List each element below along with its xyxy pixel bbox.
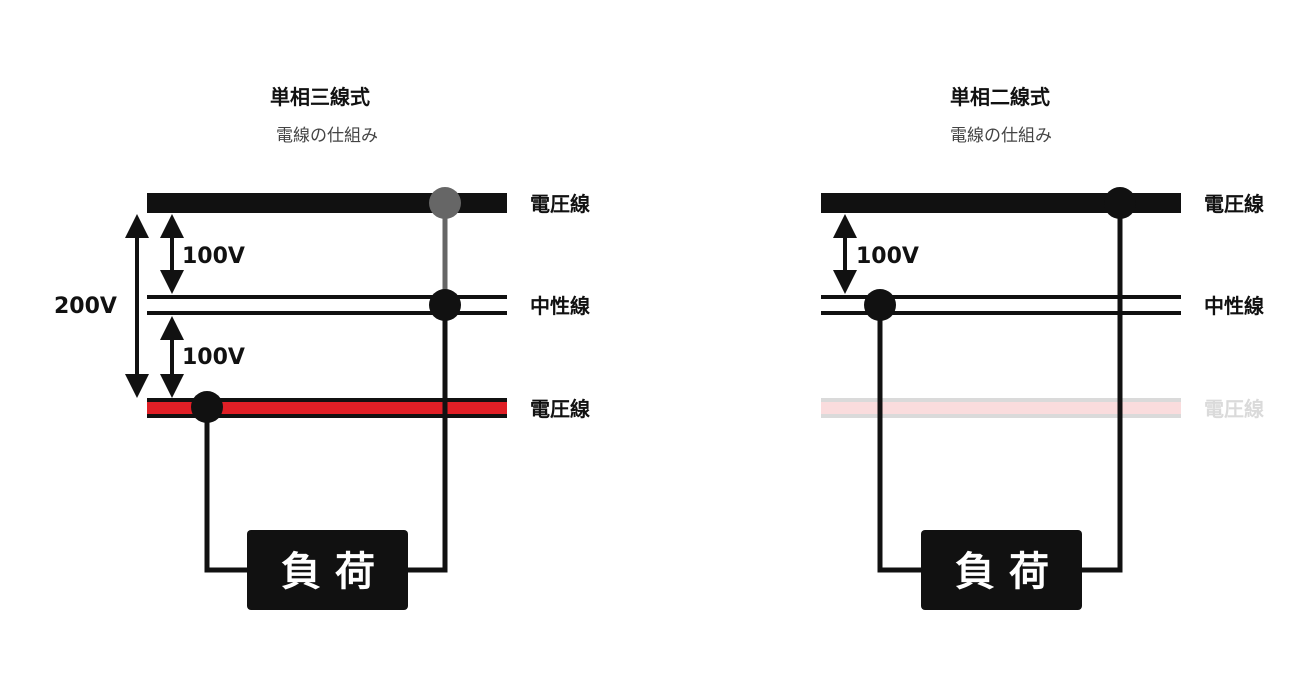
- line-label-top: 電圧線: [1204, 192, 1264, 216]
- diagram-three-wire: 単相三線式 電線の仕組み 負荷 200V 100V 100V 電圧線 中性線 電…: [54, 85, 590, 610]
- voltage-100v-upper: 100V: [182, 244, 245, 269]
- diagram-title: 単相三線式: [270, 85, 370, 109]
- connection-dot: [864, 289, 896, 321]
- load-box: [247, 530, 408, 610]
- load-box: [921, 530, 1082, 610]
- voltage-100v-lower: 100V: [182, 345, 245, 370]
- neutral-line-upper: [821, 295, 1181, 299]
- voltage-200v: 200V: [54, 294, 117, 319]
- neutral-line-lower: [147, 311, 507, 315]
- line-label-top: 電圧線: [530, 192, 590, 216]
- connection-dot: [429, 289, 461, 321]
- neutral-line-upper: [147, 295, 507, 299]
- top-voltage-line: [821, 193, 1181, 213]
- load-label: 負荷: [955, 549, 1063, 595]
- connection-dot: [191, 391, 223, 423]
- line-label-bottom: 電圧線: [1204, 397, 1264, 421]
- neutral-wire: [408, 305, 448, 573]
- neutral-wire: [877, 305, 921, 573]
- diagram-subtitle: 電線の仕組み: [950, 126, 1052, 146]
- live-wire: [204, 407, 247, 573]
- connection-dot: [1104, 187, 1136, 219]
- bottom-voltage-line-faded: 電圧線: [821, 397, 1264, 421]
- live-wire: [1082, 203, 1123, 573]
- line-label-neutral: 中性線: [1204, 294, 1264, 318]
- connection-dot: [429, 187, 461, 219]
- neutral-line-lower: [821, 311, 1181, 315]
- line-label-bottom: 電圧線: [530, 397, 590, 421]
- diagram-two-wire: 単相二線式 電線の仕組み 電圧線 負荷 100V 電圧線 中性線: [821, 85, 1264, 610]
- load-label: 負荷: [281, 549, 389, 595]
- top-voltage-line: [147, 193, 507, 213]
- line-label-neutral: 中性線: [530, 294, 590, 318]
- diagram-subtitle: 電線の仕組み: [276, 126, 378, 146]
- voltage-100v: 100V: [856, 244, 919, 269]
- diagram-title: 単相二線式: [950, 85, 1050, 109]
